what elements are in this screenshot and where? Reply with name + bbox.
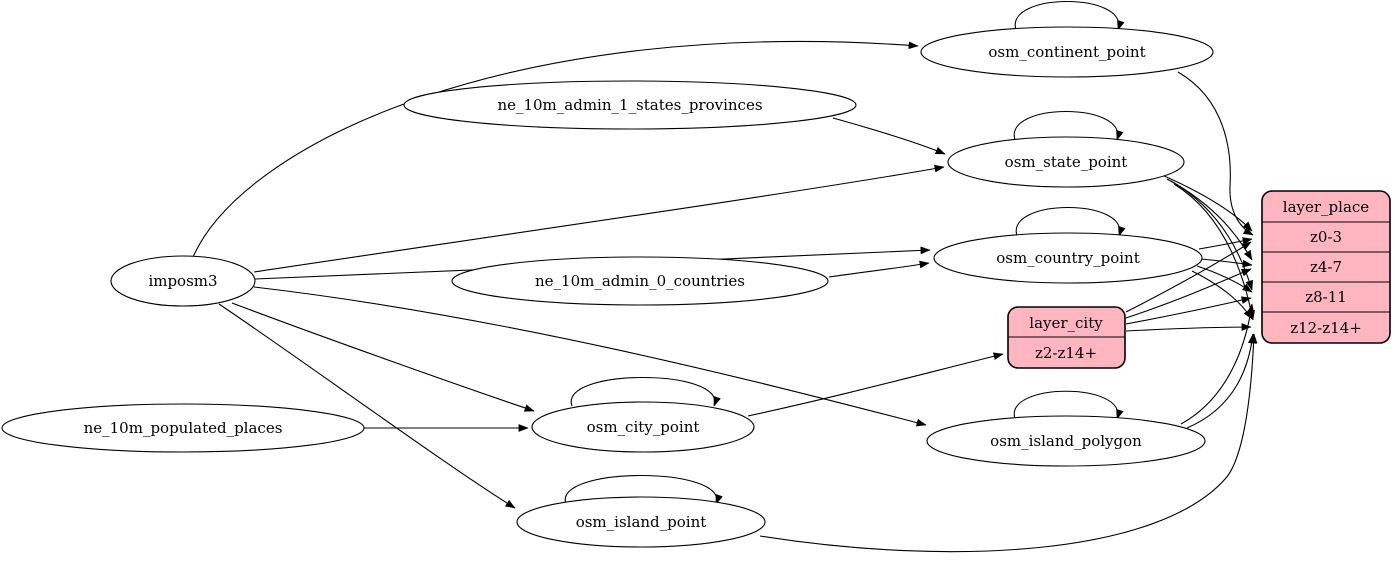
imposm3-label: imposm3	[148, 272, 217, 290]
edge-osm_state_point-layer_place-z0-3	[1161, 174, 1253, 232]
node-osm_city_point: osm_city_point	[531, 401, 755, 453]
layer_place-row-z8-11: z8-11	[1305, 288, 1347, 306]
node-osm_state_point: osm_state_point	[947, 136, 1185, 188]
edge-osm_country_point-self-loop	[1015, 207, 1126, 237]
osm_state_point-label: osm_state_point	[1005, 153, 1128, 171]
imposm3-shape	[110, 255, 256, 307]
record-layer_city: layer_city z2-z14+	[1007, 306, 1126, 369]
node-ne_10m_admin_0_countries: ne_10m_admin_0_countries	[451, 256, 829, 306]
edge-osm_continent_point-layer_place-z0-3	[1177, 71, 1254, 236]
edge-osm_city_point-self-loop	[570, 376, 721, 407]
edge-layer	[192, 1, 1258, 553]
edge-osm_island_point-layer_place-z12-z14	[759, 333, 1258, 553]
edge-osm_island_polygon-self-loop	[1013, 390, 1124, 420]
edge-osm_country_point-layer_place-z4-7	[1200, 258, 1253, 268]
ne_10m_admin_1_states_provinces-label: ne_10m_admin_1_states_provinces	[497, 96, 762, 114]
osm_country_point-label: osm_country_point	[996, 249, 1140, 267]
edge-imposm3-osm_continent_point	[192, 40, 919, 258]
osm_state_point-shape	[947, 136, 1185, 188]
edge-osm_island_polygon-layer_place-z8-11	[1180, 303, 1255, 425]
osm_continent_point-label: osm_continent_point	[988, 43, 1145, 61]
edge-osm_island_polygon-layer_place-z12-z14	[1186, 333, 1256, 429]
node-osm_island_point: osm_island_point	[516, 496, 766, 548]
edge-osm_city_point-layer_city	[747, 352, 1004, 417]
osm_island_point-shape	[516, 496, 766, 548]
node-imposm3: imposm3	[110, 255, 256, 307]
node-ne_10m_admin_1_states_provinces: ne_10m_admin_1_states_provinces	[403, 80, 857, 130]
layer_place-title: layer_place	[1283, 198, 1370, 216]
edge-ne_10m_admin_1_states_provinces-osm_state_point	[832, 117, 946, 155]
edge-layer_city-layer_place-z4-7	[1125, 268, 1252, 319]
osm_continent_point-shape	[920, 26, 1214, 78]
edge-osm_continent_point-self-loop	[1014, 1, 1125, 31]
edge-osm_state_point-layer_place-z8-11	[1170, 180, 1253, 291]
edge-imposm3-osm_state_point	[253, 164, 945, 273]
ne_10m_populated_places-shape	[1, 403, 365, 453]
layer_place-row-z12-z14: z12-z14+	[1290, 319, 1362, 337]
edge-osm_country_point-layer_place-z0-3	[1198, 237, 1253, 250]
edge-imposm3-osm_island_polygon	[253, 286, 927, 427]
osm_city_point-shape	[531, 401, 755, 453]
node-ne_10m_populated_places: ne_10m_populated_places	[1, 403, 365, 453]
node-osm_country_point: osm_country_point	[933, 232, 1203, 284]
edge-imposm3-osm_island_point	[218, 303, 516, 509]
osm_island_polygon-label: osm_island_polygon	[990, 432, 1142, 450]
node-osm_continent_point: osm_continent_point	[920, 26, 1214, 78]
edge-osm_state_point-self-loop	[1013, 111, 1124, 141]
node-osm_island_polygon: osm_island_polygon	[926, 415, 1206, 467]
record-layer_place: layer_place z0-3 z4-7 z8-11 z12-z14+	[1261, 190, 1391, 344]
osm_city_point-label: osm_city_point	[587, 418, 700, 436]
osm_island_point-label: osm_island_point	[576, 513, 707, 531]
layer_city-title: layer_city	[1029, 314, 1103, 332]
edge-ne_10m_admin_0_countries-osm_country_point	[828, 260, 930, 278]
osm_country_point-shape	[933, 232, 1203, 284]
layer_city-row-z2-z14: z2-z14+	[1035, 344, 1097, 362]
ne_10m_admin_1_states_provinces-shape	[403, 80, 857, 130]
osm_island_polygon-shape	[926, 415, 1206, 467]
ne_10m_admin_0_countries-label: ne_10m_admin_0_countries	[535, 272, 745, 290]
layer_place-row-z4-7: z4-7	[1310, 258, 1342, 276]
edge-osm_country_point-layer_place-z12-z14	[1191, 270, 1253, 320]
edge-layer_city-layer_place-z0-3	[1125, 241, 1252, 313]
edge-osm_country_point-layer_place-z8-11	[1196, 265, 1253, 293]
edge-imposm3-osm_city_point	[231, 302, 535, 412]
layer_place-row-z0-3: z0-3	[1310, 228, 1342, 246]
ne_10m_populated_places-label: ne_10m_populated_places	[84, 419, 283, 437]
ne_10m_admin_0_countries-shape	[451, 256, 829, 306]
edge-layer_city-layer_place-z8-11	[1125, 296, 1252, 325]
edge-osm_island_point-self-loop	[564, 475, 723, 505]
layer_place-shape	[1261, 190, 1391, 344]
edge-layer_city-layer_place-z12-z14	[1125, 323, 1252, 332]
